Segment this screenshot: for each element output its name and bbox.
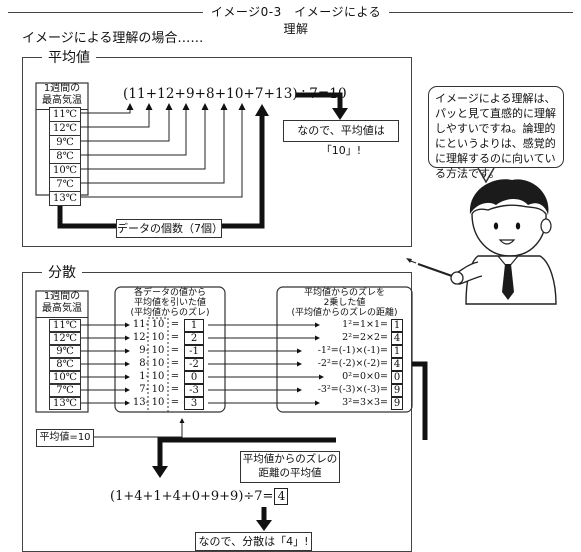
temp-cell: 7℃ bbox=[49, 384, 81, 397]
squared-value: 9 bbox=[391, 397, 403, 410]
temp-cell: 11℃ bbox=[49, 107, 81, 122]
deviation-mean: 10 bbox=[151, 332, 165, 343]
intro-text: イメージによる理解の場合…… bbox=[22, 31, 204, 46]
mean-formula: (11+12+9+8+10+7+13)÷7=10 bbox=[123, 86, 347, 102]
deviation-mean: 10 bbox=[151, 397, 165, 408]
squared-expr: 0²=0×0= bbox=[342, 371, 388, 382]
squared-expr: -2²=(-2)×(-2)= bbox=[317, 358, 388, 369]
teacher-illustration bbox=[406, 179, 557, 305]
header-rule-right bbox=[389, 12, 573, 13]
deviation-eq: = bbox=[170, 345, 180, 356]
squared-value: 4 bbox=[391, 332, 403, 345]
variance-formula-result: 4 bbox=[274, 488, 289, 505]
mean-result: なので、平均値は「10」! bbox=[283, 120, 399, 157]
deviation-lhs: 8- bbox=[139, 358, 149, 369]
deviation-value: 1 bbox=[184, 319, 204, 332]
squared-value: 1 bbox=[391, 319, 403, 332]
deviation-value: -3 bbox=[184, 384, 204, 397]
mean-panel bbox=[22, 57, 412, 247]
deviation-eq: = bbox=[170, 319, 180, 330]
deviation-value: -2 bbox=[184, 358, 204, 371]
variance-formula-expr: (1+4+1+4+0+9+9)÷7= bbox=[110, 489, 274, 504]
deviation-eq: = bbox=[170, 358, 180, 369]
deviation-mean: 10 bbox=[151, 384, 165, 395]
variance-formula: (1+4+1+4+0+9+9)÷7=4 bbox=[110, 488, 289, 505]
deviation-mean: 10 bbox=[151, 319, 165, 330]
temp-cell: 8℃ bbox=[49, 358, 81, 371]
deviation-value: 3 bbox=[184, 397, 204, 410]
temp-cell: 11℃ bbox=[49, 319, 81, 332]
mean-count-label: データの個数（7個） bbox=[116, 219, 223, 238]
temp-cell: 10℃ bbox=[49, 371, 81, 384]
temp-cell: 13℃ bbox=[49, 191, 81, 206]
deviation-mean: 10 bbox=[151, 358, 165, 369]
squared-value: 0 bbox=[391, 371, 403, 384]
mean-data-label: 1週間の 最高気温 bbox=[36, 83, 88, 110]
mean-value-label: 平均値=10 bbox=[36, 429, 94, 447]
mean-panel-label: 平均値 bbox=[42, 47, 96, 67]
squared-value: 9 bbox=[391, 384, 403, 397]
distance-average-label: 平均値からのズレの 距離の平均値 bbox=[240, 451, 340, 483]
temp-cell: 12℃ bbox=[49, 332, 81, 345]
squared-value: 4 bbox=[391, 358, 403, 371]
temp-cell: 9℃ bbox=[49, 135, 81, 150]
variance-result: なので、分散は「4」! bbox=[195, 532, 312, 551]
deviation-lhs: 1- bbox=[139, 371, 149, 382]
deviation-header: 各データの値から 平均値を引いた値 (平均値からのズレ) bbox=[130, 288, 210, 318]
page-title: イメージ0-3 イメージによる理解 bbox=[210, 5, 382, 36]
variance-data-label: 1週間の 最高気温 bbox=[36, 291, 88, 318]
squared-value: 1 bbox=[391, 345, 403, 358]
squared-expr: 2²=2×2= bbox=[342, 332, 388, 343]
deviation-value: 0 bbox=[184, 371, 204, 384]
variance-panel-label: 分散 bbox=[42, 262, 82, 282]
deviation-eq: = bbox=[170, 332, 180, 343]
temp-cell: 10℃ bbox=[49, 163, 81, 178]
temp-cell: 9℃ bbox=[49, 345, 81, 358]
deviation-lhs: 9- bbox=[139, 345, 149, 356]
deviation-value: 2 bbox=[184, 332, 204, 345]
squared-expr: 1²=1×1= bbox=[342, 319, 388, 330]
deviation-mean: 10 bbox=[151, 345, 165, 356]
header-rule-left bbox=[8, 12, 203, 13]
temp-cell: 7℃ bbox=[49, 177, 81, 192]
temp-cell: 13℃ bbox=[49, 397, 81, 410]
deviation-value: -1 bbox=[184, 345, 204, 358]
deviation-mean: 10 bbox=[151, 371, 165, 382]
deviation-eq: = bbox=[170, 397, 180, 408]
squared-expr: -1²=(-1)×(-1)= bbox=[317, 345, 388, 356]
deviation-lhs: 7- bbox=[139, 384, 149, 395]
deviation-lhs: 13- bbox=[132, 397, 149, 408]
deviation-eq: = bbox=[170, 371, 180, 382]
temp-cell: 12℃ bbox=[49, 121, 81, 136]
deviation-lhs: 12- bbox=[132, 332, 149, 343]
temp-cell: 8℃ bbox=[49, 149, 81, 164]
speech-bubble: イメージによる理解は、パッと見て直感的に理解しやすいですね。論理的にというよりは… bbox=[428, 86, 564, 180]
squared-header: 平均値からのズレを 2乗した値 (平均値からのズレの距離) bbox=[291, 288, 398, 318]
deviation-lhs: 11- bbox=[132, 319, 149, 330]
squared-expr: 3²=3×3= bbox=[342, 397, 388, 408]
deviation-eq: = bbox=[170, 384, 180, 395]
squared-expr: -3²=(-3)×(-3)= bbox=[317, 384, 388, 395]
